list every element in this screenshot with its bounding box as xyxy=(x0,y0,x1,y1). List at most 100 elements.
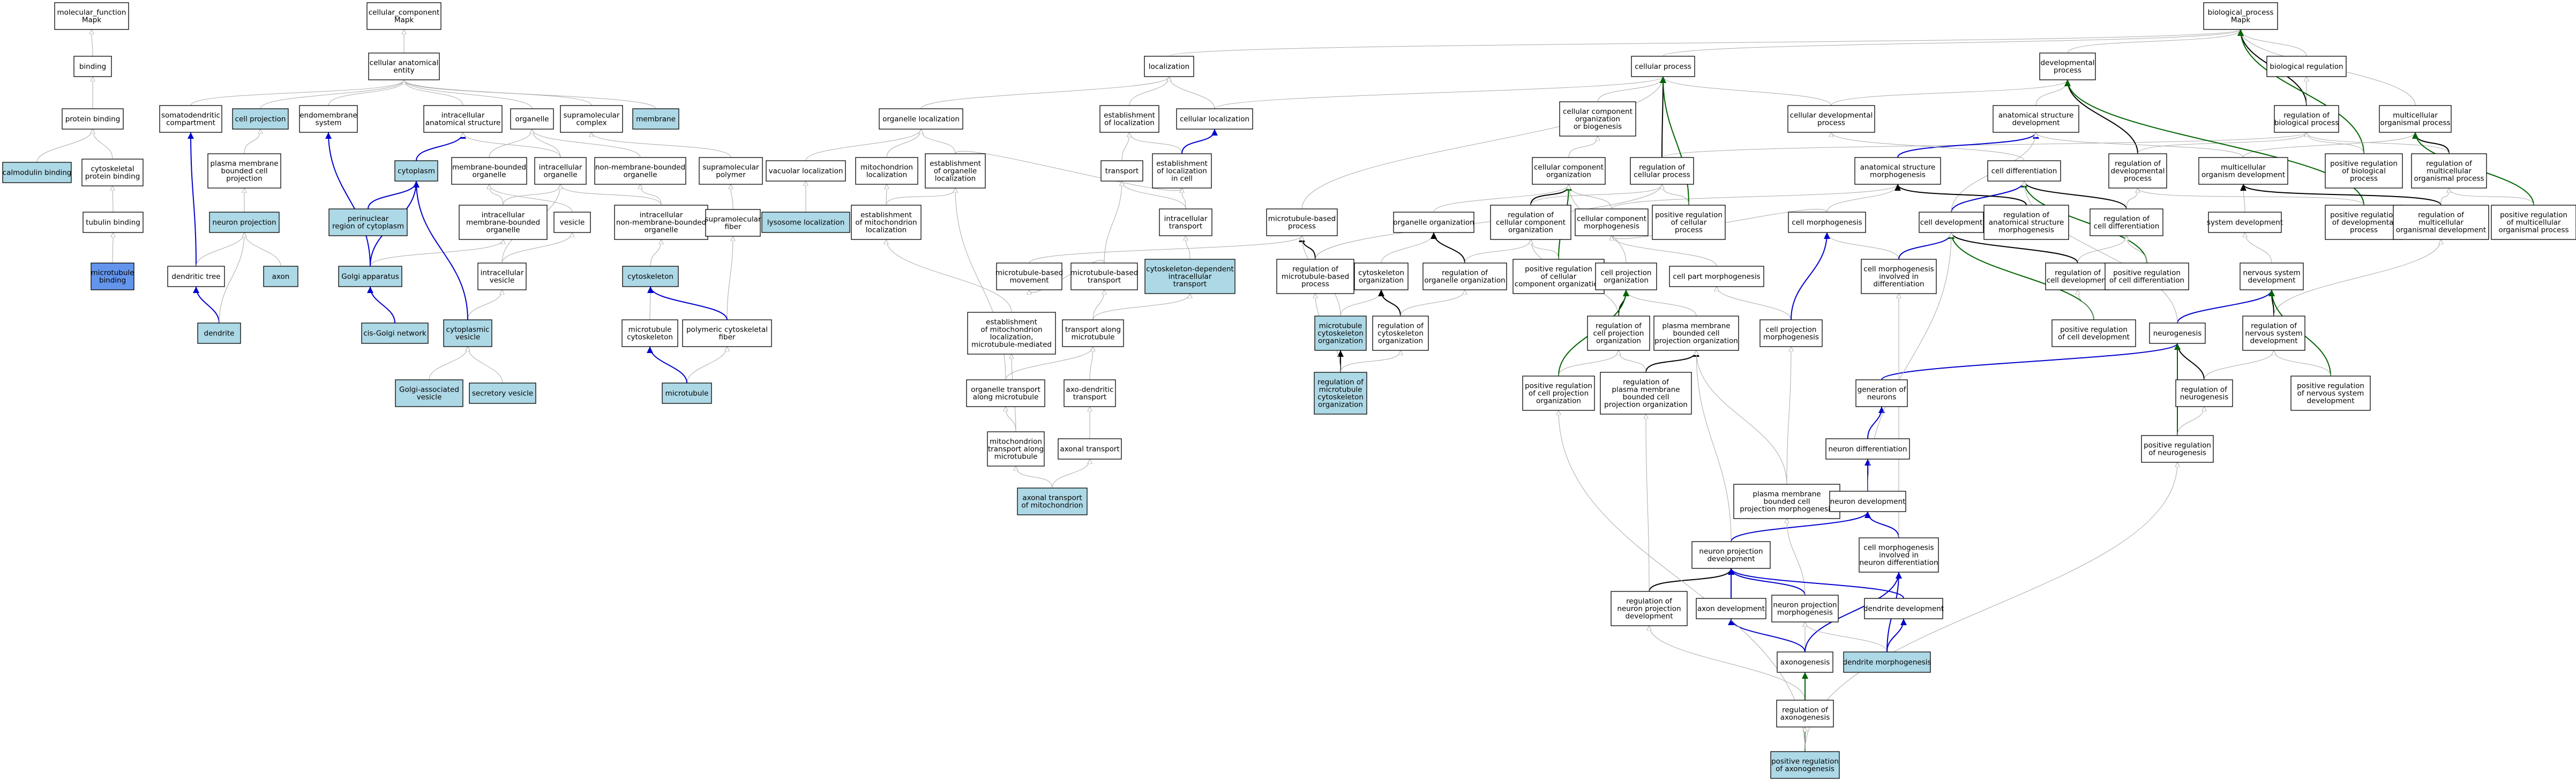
term-node-vesicle[interactable]: vesicle xyxy=(553,212,591,233)
term-node-cellloc[interactable]: cellular localization xyxy=(1176,108,1253,130)
term-node-axondev[interactable]: axon development xyxy=(1696,598,1766,619)
term-node-neurogen[interactable]: neurogenesis xyxy=(2149,322,2206,344)
term-node-tubbind[interactable]: tubulin binding xyxy=(83,212,144,233)
term-node-neurdiff[interactable]: neuron differentiation xyxy=(1825,438,1910,460)
term-node-calmod[interactable]: calmodulin binding xyxy=(2,162,72,183)
term-node-cytosk[interactable]: cytoskeleton xyxy=(622,266,679,287)
term-node-membrane[interactable]: membrane xyxy=(632,108,679,130)
term-node-vacloc[interactable]: vacuolar localization xyxy=(766,160,846,182)
term-node-cellproj[interactable]: cell projection xyxy=(232,108,289,130)
term-node-cytoplasm[interactable]: cytoplasm xyxy=(394,160,438,182)
term-node-organelle[interactable]: organelle xyxy=(510,108,554,130)
term-node-sysdev[interactable]: system development xyxy=(2207,212,2283,233)
term-node-protbind[interactable]: protein binding xyxy=(62,108,124,130)
term-node-neuproj[interactable]: neuron projection xyxy=(209,212,280,233)
term-node-denddev[interactable]: dendrite development xyxy=(1863,598,1944,619)
term-node-axon[interactable]: axon xyxy=(263,266,298,287)
term-node-dendmorph[interactable]: dendrite morphogenesis xyxy=(1843,651,1931,673)
term-node-binding[interactable]: binding xyxy=(73,56,112,77)
term-node-neurdev[interactable]: neuron development xyxy=(1829,491,1906,512)
term-node-microtubule[interactable]: microtubule xyxy=(662,382,712,404)
term-node-cellmorph[interactable]: cell morphogenesis xyxy=(1788,212,1866,233)
term-node-secves[interactable]: secretory vesicle xyxy=(469,382,536,404)
term-node-celldiff[interactable]: cell differentiation xyxy=(1987,160,2061,182)
term-node-cisgolgi[interactable]: cis-Golgi network xyxy=(361,322,429,344)
term-node-axontrans[interactable]: axonal transport xyxy=(1058,438,1122,460)
term-node-locz[interactable]: localization xyxy=(1144,56,1194,77)
term-node-dentree[interactable]: dendritic tree xyxy=(167,266,225,287)
